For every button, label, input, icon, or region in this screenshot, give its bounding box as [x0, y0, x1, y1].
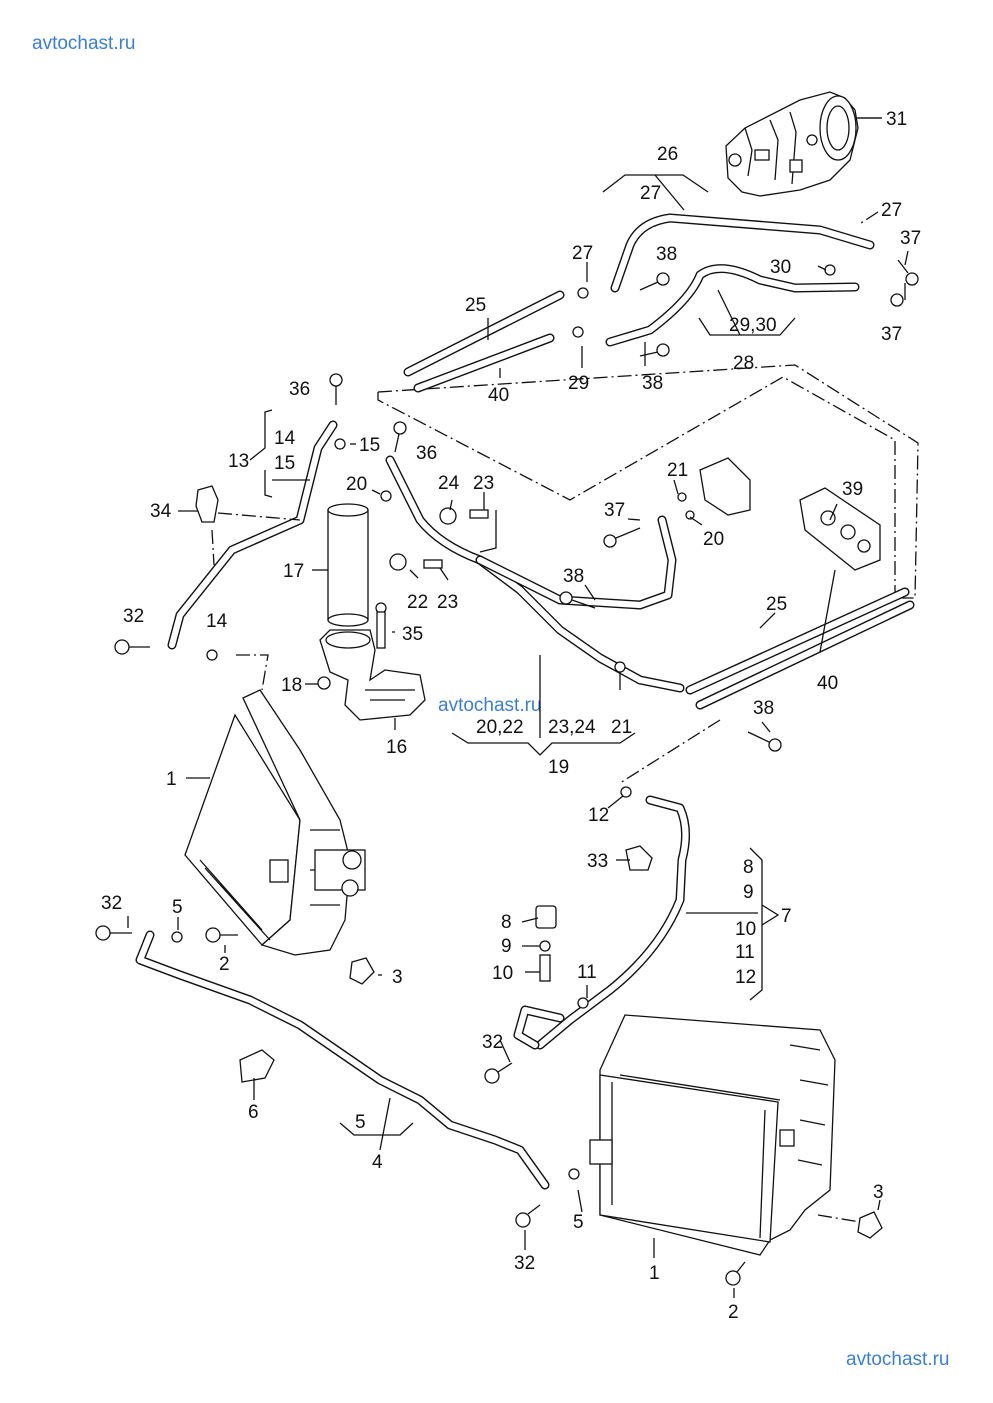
- label-22: 22: [407, 592, 428, 613]
- label-27-left: 27: [572, 243, 593, 264]
- label-37-lower: 37: [881, 324, 902, 345]
- label-37-upper: 37: [900, 228, 921, 249]
- label-23-lower: 23: [437, 592, 458, 613]
- receiver-drier: [319, 503, 426, 721]
- label-12-group: 12: [735, 967, 756, 988]
- label-25-lower: 25: [766, 594, 787, 615]
- watermark-center: avtochast.ru: [438, 695, 542, 716]
- label-40-lower: 40: [817, 673, 838, 694]
- label-9-group: 9: [743, 882, 754, 903]
- label-4: 4: [372, 1152, 383, 1173]
- label-11: 11: [577, 962, 597, 983]
- label-6: 6: [248, 1102, 259, 1123]
- label-24: 24: [438, 473, 460, 494]
- label-10-group: 10: [735, 919, 756, 940]
- label-29-30-group: 29,30: [729, 315, 777, 336]
- label-27-right: 27: [881, 200, 902, 221]
- label-8-group: 8: [743, 857, 754, 878]
- label-16: 16: [386, 737, 407, 758]
- label-33: 33: [587, 851, 608, 872]
- label-12: 12: [588, 805, 609, 826]
- label-5-group: 5: [355, 1112, 366, 1133]
- label-10: 10: [492, 963, 513, 984]
- label-36-left: 36: [289, 379, 310, 400]
- condenser-left: [184, 689, 366, 956]
- label-2-right: 2: [728, 1302, 739, 1323]
- label-39: 39: [842, 479, 863, 500]
- label-32-left: 32: [101, 893, 122, 914]
- label-23-24-group: 23,24: [548, 717, 596, 738]
- label-2-left: 2: [219, 954, 230, 975]
- fasteners: [95, 259, 919, 1286]
- leader-lines: [127, 117, 909, 1298]
- label-19: 19: [548, 757, 569, 778]
- label-13: 13: [228, 451, 249, 472]
- label-37-flange: 37: [604, 500, 625, 521]
- label-3-right: 3: [873, 1182, 884, 1203]
- label-38-upper: 38: [656, 244, 677, 265]
- label-14: 14: [206, 611, 228, 632]
- watermark-top-left: avtochast.ru: [32, 33, 136, 54]
- label-23-upper: 23: [473, 473, 494, 494]
- engine-outline: [377, 364, 919, 599]
- label-5-left: 5: [172, 897, 183, 918]
- label-32-bottom: 32: [514, 1253, 535, 1274]
- reference-labels: 1 1 2 2 3 3 4 5 5 5 6 7 8 8 9 9 10 10 11…: [101, 109, 921, 1323]
- label-29: 29: [568, 373, 589, 394]
- label-34: 34: [150, 501, 172, 522]
- label-1-left: 1: [166, 769, 177, 790]
- label-25-upper: 25: [465, 295, 486, 316]
- label-9: 9: [501, 936, 512, 957]
- label-28: 28: [733, 353, 754, 374]
- label-11-group: 11: [735, 942, 755, 963]
- label-27-group: 27: [640, 183, 661, 204]
- label-32-middle: 32: [482, 1032, 503, 1053]
- label-20-22-group: 20,22: [476, 717, 524, 738]
- label-18: 18: [281, 675, 302, 696]
- label-8: 8: [501, 912, 512, 933]
- label-31: 31: [886, 109, 907, 130]
- label-30: 30: [770, 257, 791, 278]
- label-20-flange: 20: [703, 529, 724, 550]
- label-36-right: 36: [416, 443, 437, 464]
- hoses: [135, 213, 915, 1190]
- condenser-right: [589, 1014, 836, 1256]
- compressor: [725, 91, 882, 197]
- label-26: 26: [657, 144, 678, 165]
- label-15-group: 15: [274, 453, 295, 474]
- label-38-middle: 38: [642, 373, 663, 394]
- label-5-right: 5: [573, 1212, 584, 1233]
- label-15: 15: [359, 435, 380, 456]
- label-3-left: 3: [392, 967, 403, 988]
- label-38-lower: 38: [753, 698, 774, 719]
- label-40-upper: 40: [488, 385, 509, 406]
- label-14-group: 14: [274, 428, 296, 449]
- label-21: 21: [611, 717, 632, 738]
- watermark-bottom-right: avtochast.ru: [846, 1349, 950, 1370]
- label-7: 7: [781, 906, 792, 927]
- label-38-hose: 38: [563, 566, 584, 587]
- label-17: 17: [283, 561, 304, 582]
- label-32-upper: 32: [123, 606, 144, 627]
- label-21-flange: 21: [667, 460, 688, 481]
- label-20-drier: 20: [346, 474, 367, 495]
- label-35: 35: [402, 624, 423, 645]
- label-1-right: 1: [649, 1263, 660, 1284]
